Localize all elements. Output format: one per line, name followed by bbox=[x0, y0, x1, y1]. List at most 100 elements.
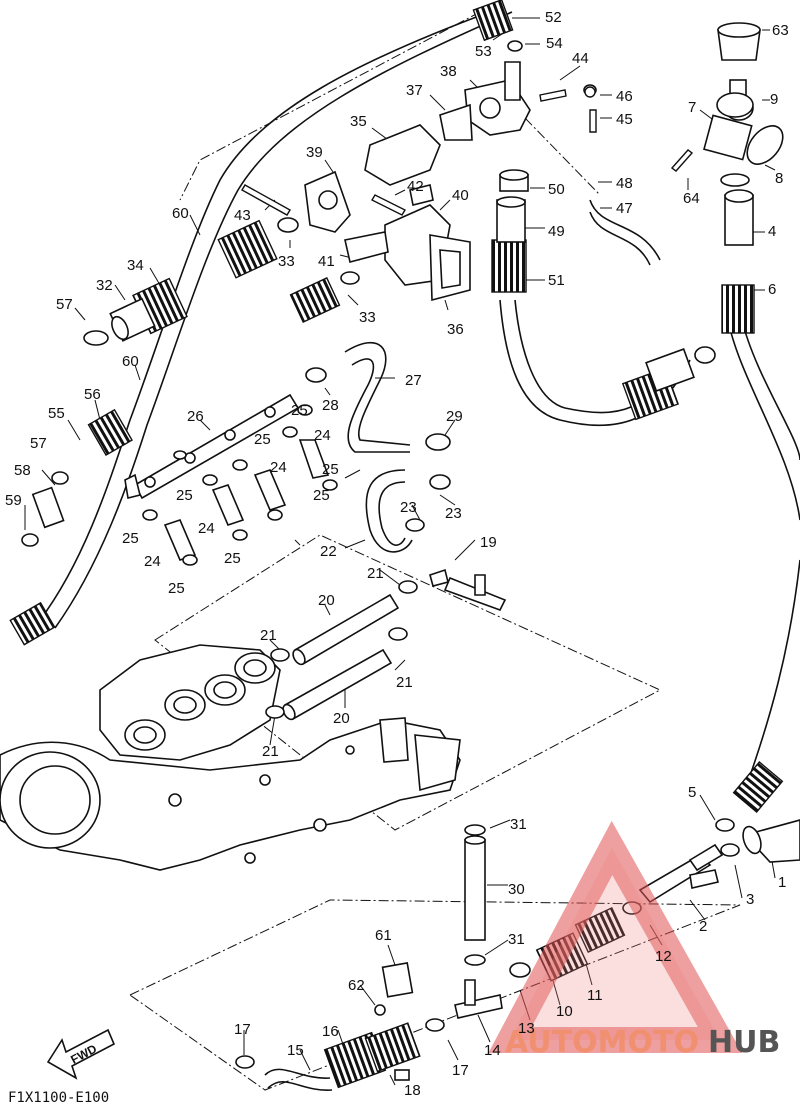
callout-23: 23 bbox=[445, 505, 462, 522]
callout-35: 35 bbox=[350, 113, 367, 130]
callout-21: 21 bbox=[260, 627, 277, 644]
callout-25: 25 bbox=[291, 402, 308, 419]
callout-24: 24 bbox=[144, 553, 161, 570]
callout-54: 54 bbox=[546, 35, 563, 52]
callout-64: 64 bbox=[683, 190, 700, 207]
callout-46: 46 bbox=[616, 88, 633, 105]
callout-49: 49 bbox=[548, 223, 565, 240]
bellows bbox=[9, 0, 784, 1089]
callout-28: 28 bbox=[322, 397, 339, 414]
callout-7: 7 bbox=[688, 99, 696, 116]
callout-14: 14 bbox=[484, 1042, 501, 1059]
callout-45: 45 bbox=[616, 111, 633, 128]
callout-37: 37 bbox=[406, 82, 423, 99]
pipes bbox=[163, 439, 800, 941]
callout-34: 34 bbox=[127, 257, 144, 274]
callout-53: 53 bbox=[475, 43, 492, 60]
callout-17: 17 bbox=[452, 1062, 469, 1079]
automotohub-watermark: AUTOMOTO HUB bbox=[488, 820, 780, 1060]
callout-57: 57 bbox=[56, 296, 73, 313]
callout-57: 57 bbox=[30, 435, 47, 452]
callout-1: 1 bbox=[778, 874, 786, 891]
bolts bbox=[241, 86, 694, 216]
callout-50: 50 bbox=[548, 181, 565, 198]
callout-17: 17 bbox=[234, 1021, 251, 1038]
callout-23: 23 bbox=[400, 499, 417, 516]
fittings bbox=[374, 568, 724, 1019]
watermark-part1: AUTOMOTO bbox=[505, 1025, 699, 1060]
callout-21: 21 bbox=[262, 743, 279, 760]
callout-48: 48 bbox=[616, 175, 633, 192]
callout-10: 10 bbox=[556, 1003, 573, 1020]
callout-21: 21 bbox=[367, 565, 384, 582]
callout-27: 27 bbox=[405, 372, 422, 389]
fuel-rail bbox=[124, 393, 300, 500]
callout-25: 25 bbox=[224, 550, 241, 567]
callout-25: 25 bbox=[122, 530, 139, 547]
valve-assemblies bbox=[304, 61, 531, 302]
callout-2: 2 bbox=[699, 918, 707, 935]
callout-16: 16 bbox=[322, 1023, 339, 1040]
callout-9: 9 bbox=[770, 91, 778, 108]
callout-3: 3 bbox=[746, 891, 754, 908]
callout-21: 21 bbox=[396, 674, 413, 691]
callout-33: 33 bbox=[359, 309, 376, 326]
callout-61: 61 bbox=[375, 927, 392, 944]
callout-4: 4 bbox=[768, 223, 776, 240]
callout-20: 20 bbox=[318, 592, 335, 609]
callout-52: 52 bbox=[545, 9, 562, 26]
callout-25: 25 bbox=[322, 461, 339, 478]
manifold-body bbox=[0, 644, 461, 871]
callout-24: 24 bbox=[314, 427, 331, 444]
callout-63: 63 bbox=[772, 22, 789, 39]
callout-33: 33 bbox=[278, 253, 295, 270]
clamps bbox=[21, 40, 740, 1081]
callout-6: 6 bbox=[768, 281, 776, 298]
callout-44: 44 bbox=[572, 50, 589, 67]
callout-22: 22 bbox=[320, 543, 337, 560]
callout-25: 25 bbox=[168, 580, 185, 597]
callout-26: 26 bbox=[187, 408, 204, 425]
callout-29: 29 bbox=[446, 408, 463, 425]
callout-40: 40 bbox=[452, 187, 469, 204]
callout-43: 43 bbox=[234, 207, 251, 224]
callout-47: 47 bbox=[616, 200, 633, 217]
callout-24: 24 bbox=[198, 520, 215, 537]
callout-62: 62 bbox=[348, 977, 365, 994]
callout-56: 56 bbox=[84, 386, 101, 403]
callout-58: 58 bbox=[14, 462, 31, 479]
guide-lines bbox=[129, 11, 741, 1091]
callout-60: 60 bbox=[122, 353, 139, 370]
callout-25: 25 bbox=[313, 487, 330, 504]
callout-59: 59 bbox=[5, 492, 22, 509]
callout-36: 36 bbox=[447, 321, 464, 338]
callout-24: 24 bbox=[270, 459, 287, 476]
callout-51: 51 bbox=[548, 272, 565, 289]
callout-25: 25 bbox=[176, 487, 193, 504]
callout-42: 42 bbox=[407, 178, 424, 195]
callout-15: 15 bbox=[287, 1042, 304, 1059]
callout-19: 19 bbox=[480, 534, 497, 551]
watermark-part2: HUB bbox=[708, 1025, 780, 1060]
callout-30: 30 bbox=[508, 881, 525, 898]
callout-12: 12 bbox=[655, 948, 672, 965]
callout-20: 20 bbox=[333, 710, 350, 727]
joints bbox=[109, 22, 784, 392]
callout-32: 32 bbox=[96, 277, 113, 294]
callout-39: 39 bbox=[306, 144, 323, 161]
callout-55: 55 bbox=[48, 405, 65, 422]
callout-60: 60 bbox=[172, 205, 189, 222]
callout-8: 8 bbox=[775, 170, 783, 187]
callout-18: 18 bbox=[404, 1082, 421, 1099]
diagram-code: F1X1100-E100 bbox=[8, 1090, 109, 1106]
callout-31: 31 bbox=[508, 931, 525, 948]
callout-31: 31 bbox=[510, 816, 527, 833]
callout-13: 13 bbox=[518, 1020, 535, 1037]
callout-25: 25 bbox=[254, 431, 271, 448]
callout-11: 11 bbox=[587, 987, 603, 1004]
callout-38: 38 bbox=[440, 63, 457, 80]
fwd-arrow-icon: FWD bbox=[46, 1028, 116, 1080]
